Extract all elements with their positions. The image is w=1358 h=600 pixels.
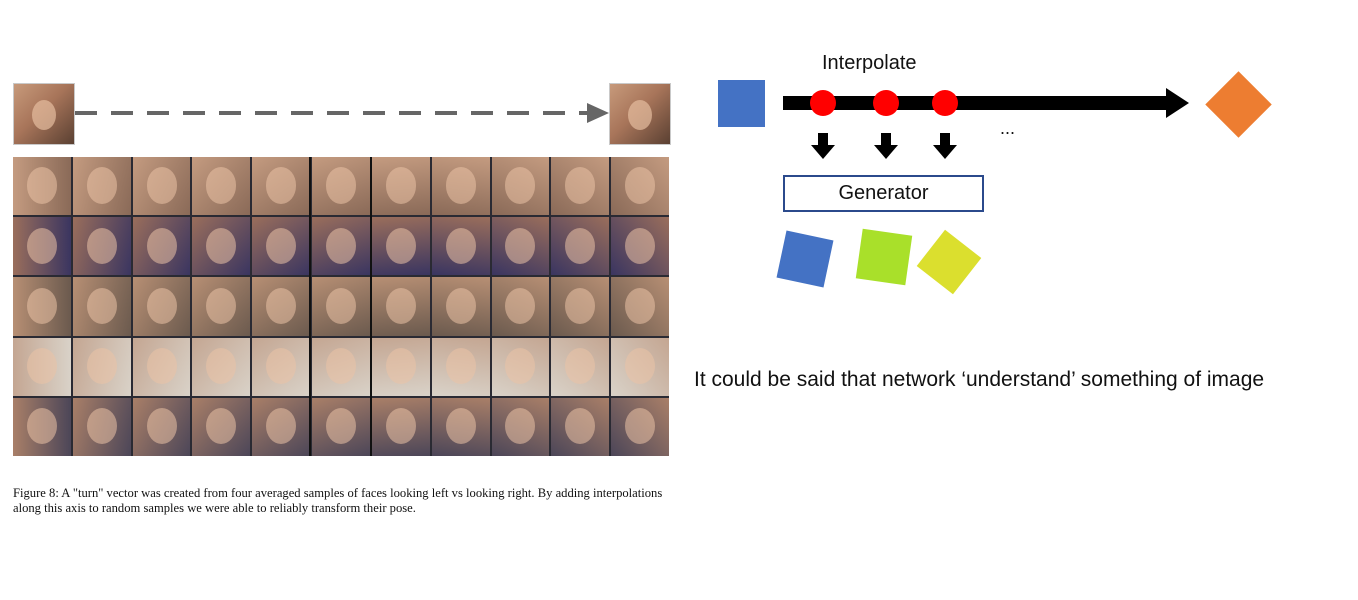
end-face-image <box>609 83 671 145</box>
face-sample-image <box>371 337 430 396</box>
grid-divider-left <box>309 157 311 456</box>
face-sample-image <box>551 157 610 216</box>
face-sample-image <box>491 277 550 336</box>
face-sample-image <box>551 217 610 276</box>
face-sample-image <box>371 277 430 336</box>
interpolation-point-2 <box>873 90 899 116</box>
face-sample-image <box>132 217 191 276</box>
grid-divider-right <box>370 157 372 456</box>
face-sample-image <box>431 277 490 336</box>
face-sample-image <box>491 157 550 216</box>
face-sample-image <box>13 397 71 456</box>
ellipsis-label: ... <box>1000 118 1016 138</box>
face-sample-image <box>491 397 550 456</box>
face-sample-image <box>72 397 131 456</box>
understanding-statement: It could be said that network ‘understan… <box>694 368 1265 391</box>
interpolation-point-1 <box>810 90 836 116</box>
figure-caption: Figure 8: A "turn" vector was created fr… <box>13 486 663 515</box>
face-sample-image <box>431 217 490 276</box>
output-square-yellow <box>916 229 982 295</box>
face-sample-image <box>252 397 311 456</box>
face-sample-image <box>312 277 370 336</box>
turn-direction-arrow <box>75 103 609 123</box>
face-sample-image <box>312 217 370 276</box>
start-face-image <box>13 83 75 145</box>
face-sample-image <box>13 337 71 396</box>
down-arrow-icon <box>933 133 957 159</box>
output-square-blue <box>776 230 834 288</box>
face-sample-image <box>371 397 430 456</box>
down-arrow-icon <box>874 133 898 159</box>
face-sample-image <box>252 217 311 276</box>
face-sample-image <box>192 397 251 456</box>
face-sample-image <box>252 337 311 396</box>
face-sample-image <box>551 337 610 396</box>
face-sample-image <box>431 337 490 396</box>
face-sample-image <box>611 397 669 456</box>
face-sample-image <box>72 337 131 396</box>
end-latent-diamond <box>1205 71 1272 138</box>
face-sample-image <box>491 217 550 276</box>
start-latent-square <box>718 80 765 127</box>
face-grid <box>13 157 669 456</box>
face-sample-image <box>72 217 131 276</box>
face-sample-image <box>551 397 610 456</box>
face-sample-image <box>431 157 490 216</box>
face-sample-image <box>132 277 191 336</box>
interpolation-axis-arrow <box>783 88 1189 118</box>
face-sample-image <box>192 217 251 276</box>
face-sample-image <box>132 337 191 396</box>
face-sample-image <box>431 397 490 456</box>
face-sample-image <box>192 277 251 336</box>
interpolate-label: Interpolate <box>822 52 917 74</box>
face-sample-image <box>192 337 251 396</box>
face-sample-image <box>252 157 311 216</box>
face-sample-image <box>72 277 131 336</box>
face-sample-image <box>611 337 669 396</box>
face-sample-image <box>611 217 669 276</box>
face-sample-image <box>312 157 370 216</box>
face-sample-image <box>611 157 669 216</box>
face-sample-image <box>371 217 430 276</box>
face-sample-image <box>252 277 311 336</box>
down-arrow-icon <box>811 133 835 159</box>
face-sample-image <box>611 277 669 336</box>
interpolation-point-3 <box>932 90 958 116</box>
face-sample-image <box>192 157 251 216</box>
face-sample-image <box>13 157 71 216</box>
face-sample-image <box>312 337 370 396</box>
face-sample-image <box>312 397 370 456</box>
face-sample-image <box>551 277 610 336</box>
face-sample-image <box>491 337 550 396</box>
output-square-green <box>855 228 913 286</box>
face-sample-image <box>13 277 71 336</box>
face-sample-image <box>132 157 191 216</box>
face-sample-image <box>72 157 131 216</box>
generator-label: Generator <box>838 182 929 204</box>
face-sample-image <box>13 217 71 276</box>
face-sample-image <box>371 157 430 216</box>
generator-box: Generator <box>783 175 984 212</box>
face-sample-image <box>132 397 191 456</box>
